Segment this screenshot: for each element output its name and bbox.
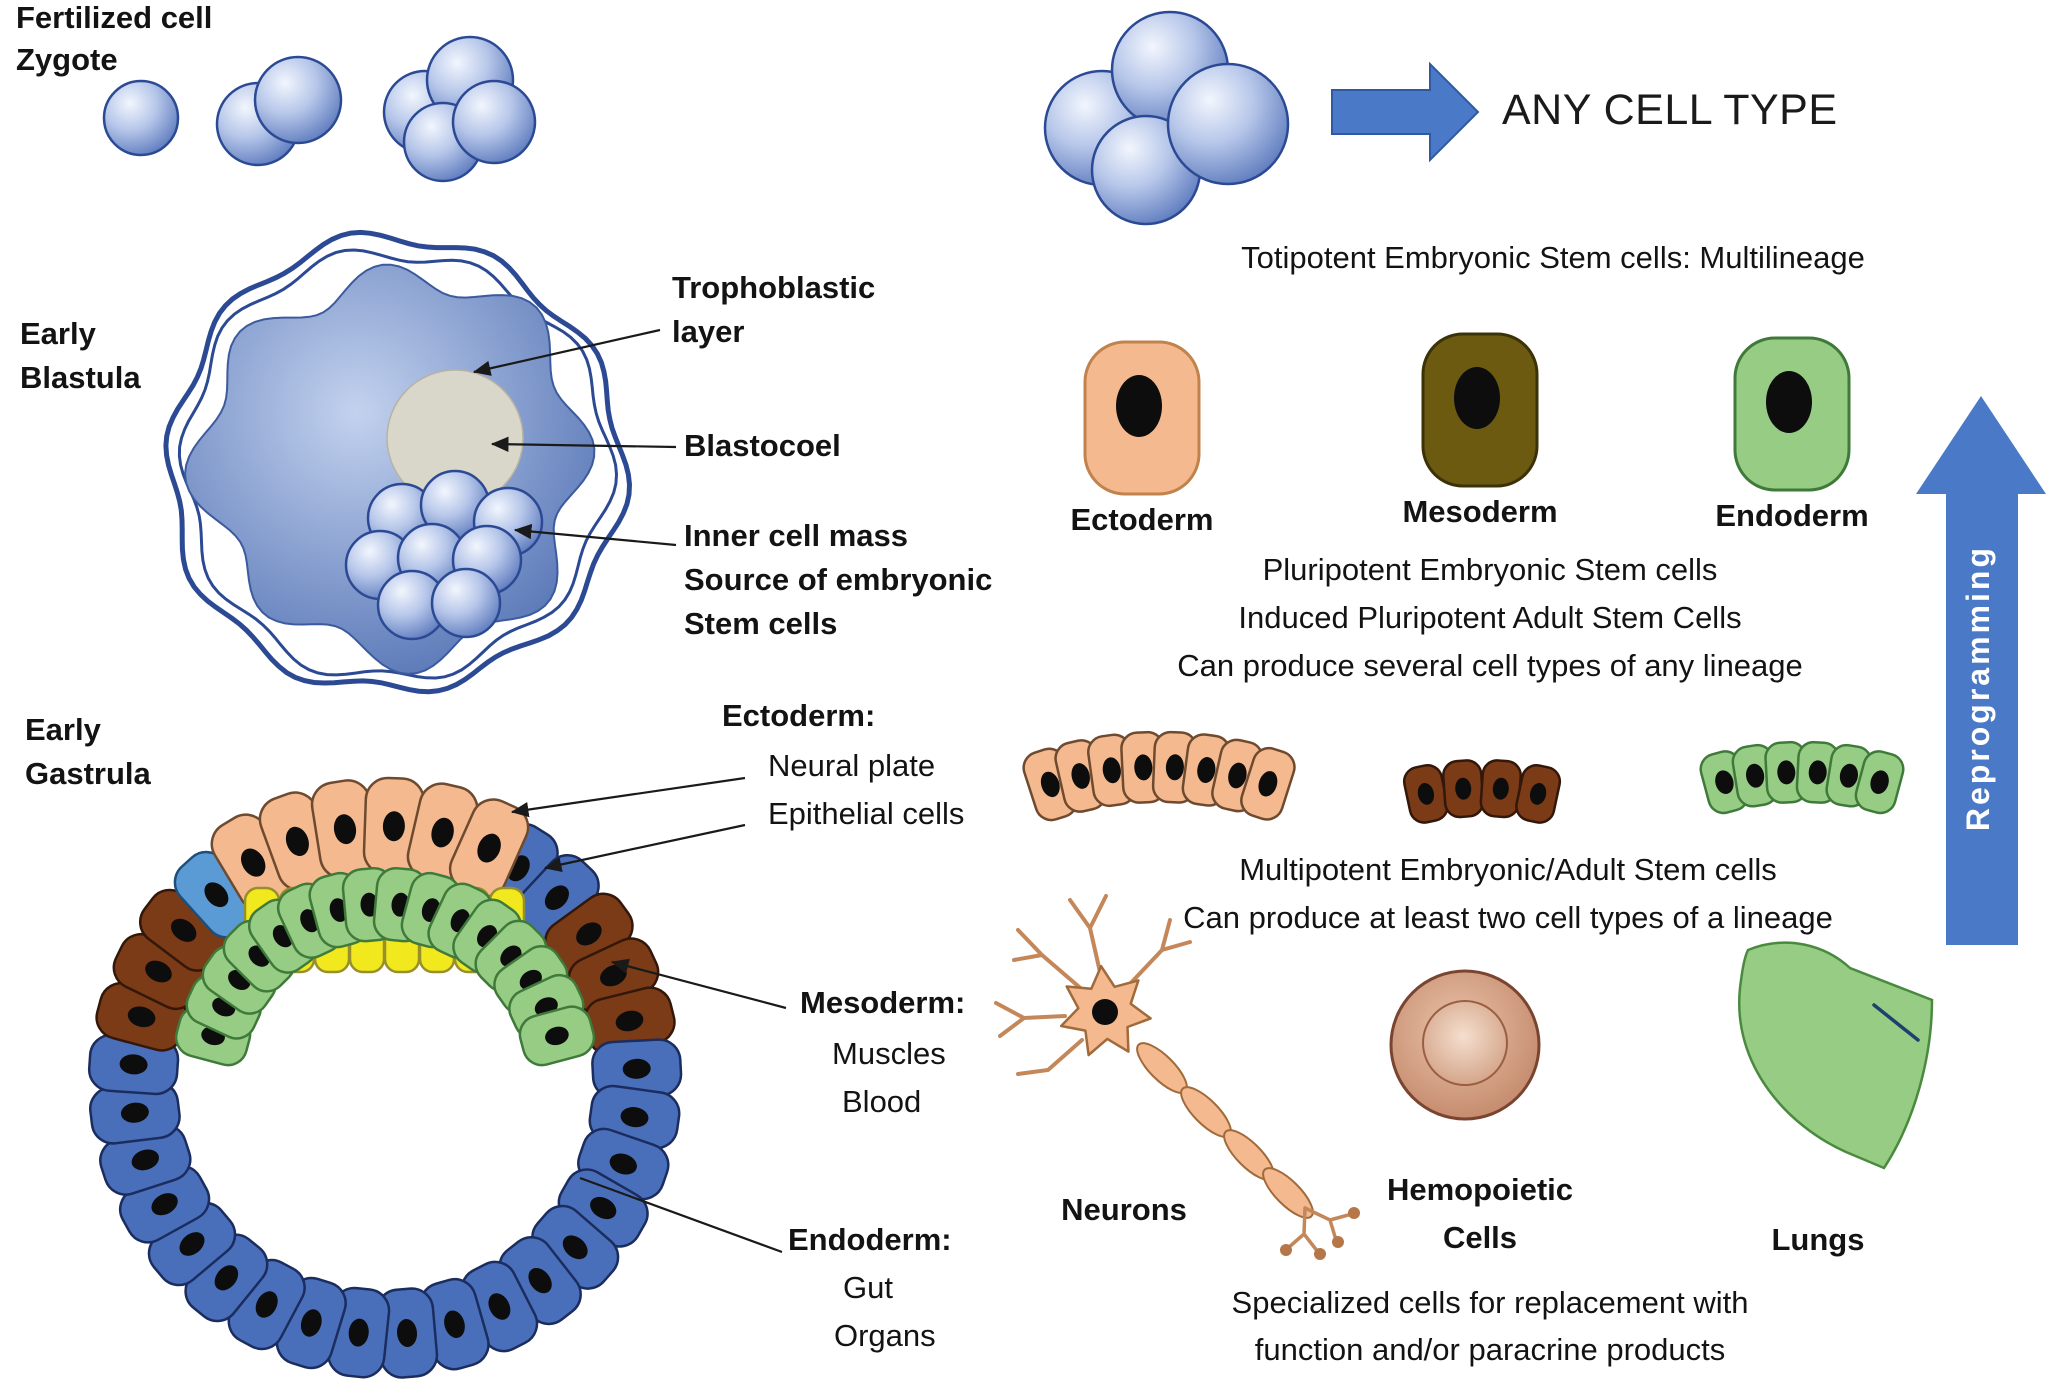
neuron-illustration: [994, 894, 1360, 1260]
hemopoietic-label-1: Hemopoietic: [1386, 1172, 1574, 1207]
early-gastrula-label-2: Gastrula: [25, 756, 151, 791]
gastrula-diagram: [87, 776, 683, 1379]
ectoderm-heading: Ectoderm:: [722, 698, 876, 733]
endoderm-stem-cell: [1733, 336, 1851, 492]
totipotent-caption: Totipotent Embryonic Stem cells: Multili…: [1241, 240, 1865, 275]
endoderm-multipotent-strip: [1699, 740, 1905, 815]
any-cell-type-arrow: [1331, 61, 1480, 163]
blood-label: Blood: [842, 1084, 922, 1119]
pluripotent-caption-3: Can produce several cell types of any li…: [1177, 648, 1803, 683]
neuron-terminal-branches: [1286, 1206, 1354, 1254]
lung-fissure-line: [1872, 1003, 1920, 1042]
blastula-membrane-inner: [177, 248, 619, 680]
ectoderm-stem-cell: [1083, 340, 1201, 496]
inner-cell-mass-label-2: Source of embryonic: [684, 562, 993, 597]
mesoderm-stem-cell: [1421, 332, 1539, 488]
hemopoietic-cell-illustration: [1389, 969, 1541, 1121]
hemopoietic-label-2: Cells: [1442, 1220, 1518, 1255]
inner-cell-mass-cluster: [344, 469, 544, 641]
mesoderm-cell-label: Mesoderm: [1402, 494, 1558, 529]
early-gastrula-label-1: Early: [25, 712, 101, 747]
ectoderm-multipotent-strip: [1022, 730, 1296, 822]
early-blastula-label-1: Early: [20, 316, 96, 351]
inner-cell-mass-label-3: Stem cells: [684, 606, 838, 641]
early-blastula-label-2: Blastula: [20, 360, 141, 395]
neurons-label: Neurons: [1061, 1192, 1187, 1227]
endoderm-cell-label: Endoderm: [1715, 498, 1869, 533]
blastula-diagram: [163, 229, 633, 695]
neuron-nucleus: [1092, 999, 1118, 1025]
annotation-arrows: [472, 328, 787, 1254]
epithelial-cells-label: Epithelial cells: [768, 796, 965, 831]
mesoderm-heading: Mesoderm:: [800, 985, 966, 1020]
neuron-dendrite: [1126, 918, 1192, 988]
specialized-caption-2: function and/or paracrine products: [1254, 1332, 1726, 1367]
trophoblastic-layer-label-1: Trophoblastic: [672, 270, 876, 305]
organs-label: Organs: [834, 1318, 936, 1353]
neuron-dendrite: [994, 1001, 1067, 1038]
trophoblastic-layer-label-2: layer: [672, 314, 745, 349]
lungs-label: Lungs: [1771, 1222, 1865, 1257]
neuron-dendrite: [1012, 928, 1087, 994]
zygote-two-cell: [215, 55, 343, 167]
multipotent-caption-2: Can produce at least two cell types of a…: [1183, 900, 1833, 935]
specialized-caption-1: Specialized cells for replacement with: [1231, 1285, 1749, 1320]
blastula-membrane-outer: [163, 229, 633, 695]
neuron-axon-segment: [1262, 1167, 1314, 1219]
lungs-illustration: [1737, 941, 1934, 1170]
multipotent-caption-1: Multipotent Embryonic/Adult Stem cells: [1239, 852, 1777, 887]
gut-label: Gut: [843, 1270, 893, 1305]
blastocoel-label: Blastocoel: [684, 428, 841, 463]
reprogramming-arrow: [1916, 396, 2046, 945]
fertilized-cell-label: Fertilized cell: [16, 0, 213, 35]
endoderm-heading: Endoderm:: [788, 1222, 952, 1257]
pluripotent-caption-2: Induced Pluripotent Adult Stem Cells: [1238, 600, 1742, 635]
neural-plate-label: Neural plate: [768, 748, 936, 783]
neuron-dendrite: [1068, 894, 1108, 974]
inner-cell-mass-label-1: Inner cell mass: [684, 518, 909, 553]
gastrula-outer-ring: [87, 776, 683, 1379]
zygote-four-cell: [382, 35, 537, 183]
totipotent-cell-cluster: [1043, 10, 1290, 226]
mesoderm-multipotent-strip: [1402, 759, 1562, 824]
muscles-label: Muscles: [832, 1036, 946, 1071]
zygote-label: Zygote: [16, 42, 118, 77]
any-cell-type-label: ANY CELL TYPE: [1502, 86, 1838, 134]
zygote-single-cell: [102, 79, 180, 157]
reprogramming-label: Reprogramming: [1960, 545, 1996, 832]
gastrula-endoderm-ring: [174, 866, 596, 1067]
pluripotent-caption-1: Pluripotent Embryonic Stem cells: [1262, 552, 1718, 587]
neuron-dendrite: [1016, 1038, 1084, 1076]
ectoderm-cell-label: Ectoderm: [1070, 502, 1214, 537]
